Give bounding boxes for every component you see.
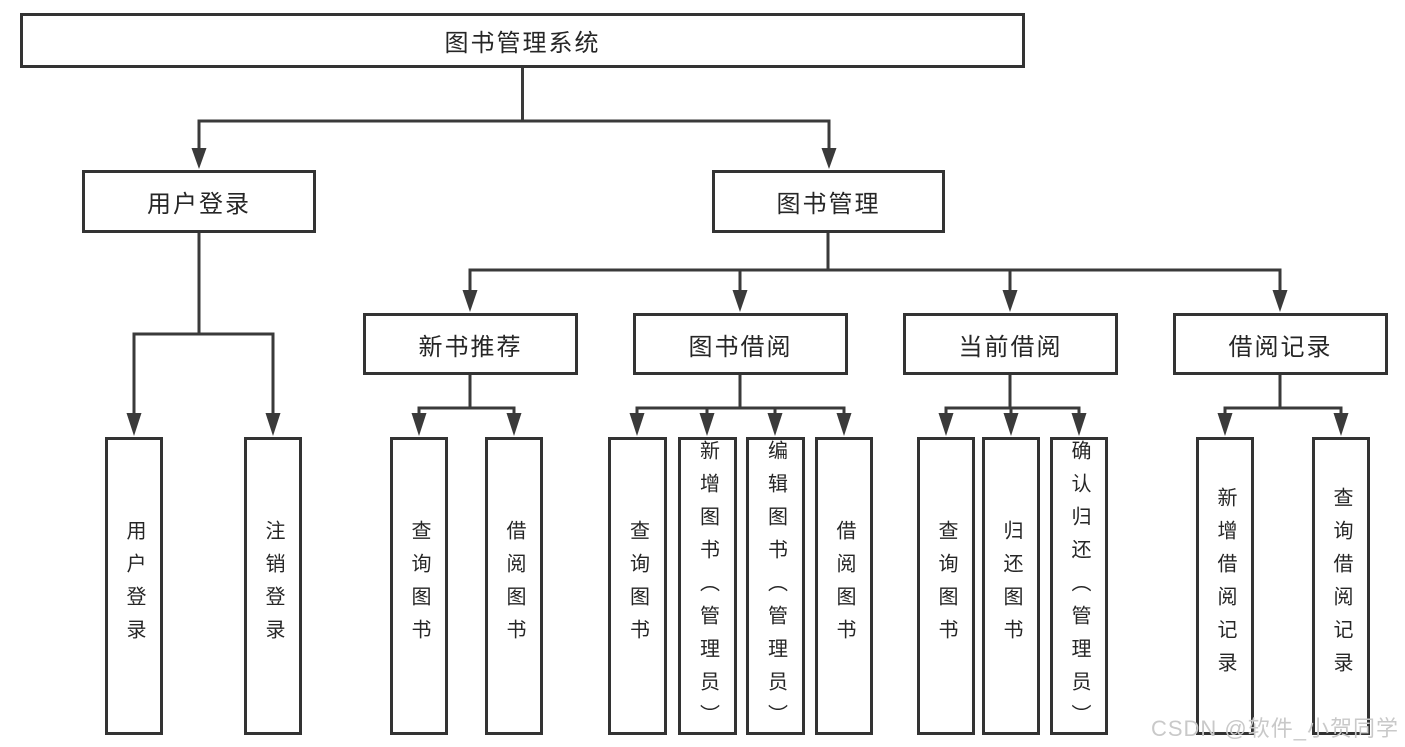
connector-newbook-to-leaves (417, 375, 516, 416)
leaf-confirm-return-admin: 确认归还（管理员） (1050, 437, 1108, 737)
node-current-borrowing: 当前借阅 (903, 313, 1118, 375)
arrowheads-level3 (462, 290, 1288, 312)
leaf-borrow-books-recommend: 借阅图书 (485, 437, 543, 735)
leaf-query-borrowing-record: 查询借阅记录 (1312, 437, 1370, 735)
node-user-login: 用户登录 (82, 170, 316, 233)
arrowheads-level2 (191, 148, 837, 169)
connector-userlogin-to-leaves (132, 233, 275, 416)
csdn-watermark: CSDN @软件_小贺同学 (1150, 716, 1399, 741)
leaf-borrow-books-borrowing: 借阅图书 (815, 437, 873, 735)
leaf-query-books-borrowing: 查询图书 (608, 437, 667, 735)
leaf-query-books-current: 查询图书 (917, 437, 975, 735)
node-book-management: 图书管理 (712, 170, 945, 233)
leaf-edit-book-admin: 编辑图书（管理员） (746, 437, 805, 737)
leaf-add-borrowing-record: 新增借阅记录 (1196, 437, 1254, 735)
leaf-logout: 注销登录 (244, 437, 302, 735)
leaf-query-books-recommend: 查询图书 (390, 437, 448, 735)
connector-bookborrow-to-leaves (635, 375, 846, 416)
node-library-management-system: 图书管理系统 (20, 13, 1025, 68)
leaf-return-books: 归还图书 (982, 437, 1040, 735)
leaf-add-book-admin: 新增图书（管理员） (678, 437, 737, 737)
node-book-borrowing: 图书借阅 (633, 313, 848, 375)
connector-bookmgmt-to-level3 (468, 233, 1282, 293)
node-borrowing-records: 借阅记录 (1173, 313, 1388, 375)
node-new-book-recommendation: 新书推荐 (363, 313, 578, 375)
leaf-user-login: 用户登录 (105, 437, 163, 735)
connector-currentborrow-to-leaves (944, 375, 1081, 416)
arrowheads-leaves (126, 413, 1349, 436)
connector-root-to-level2 (197, 68, 831, 152)
connector-records-to-leaves (1223, 375, 1343, 416)
